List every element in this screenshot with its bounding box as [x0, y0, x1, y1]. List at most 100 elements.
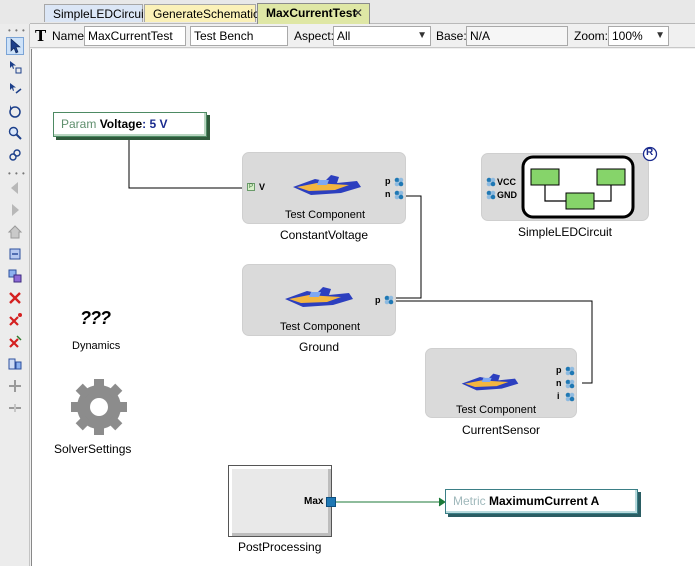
port-label-max: Max: [304, 496, 324, 507]
registered-badge-label: R: [646, 147, 654, 158]
name-label: Name:: [52, 29, 88, 43]
port-p-icon[interactable]: [565, 366, 575, 376]
set-mode-icon[interactable]: [6, 81, 24, 99]
param-port-icon[interactable]: P: [247, 183, 255, 191]
refresh-icon[interactable]: [6, 246, 24, 264]
tab-simple-led-circuit[interactable]: SimpleLEDCircuit: [44, 4, 147, 22]
base-label: Base:: [436, 29, 467, 43]
delete-icon[interactable]: [6, 290, 24, 308]
port-p-icon[interactable]: [384, 295, 394, 305]
port-label-v: V: [259, 182, 266, 192]
forward-icon[interactable]: [6, 202, 24, 220]
add-port-icon[interactable]: [6, 378, 24, 396]
port-label-vcc: VCC: [497, 177, 517, 187]
import-icon[interactable]: [6, 356, 24, 374]
port-label-i: i: [557, 391, 560, 401]
port-label-p: p: [375, 295, 381, 305]
port-vcc-icon[interactable]: [486, 177, 496, 187]
aspect-label: Aspect:: [294, 29, 335, 43]
remove-port-icon[interactable]: [6, 400, 24, 418]
port-label-gnd: GND: [497, 190, 517, 200]
metric-name: MaximumCurrent A: [489, 494, 600, 508]
port-max-icon[interactable]: [326, 497, 336, 507]
port-i-icon[interactable]: [565, 392, 575, 402]
visualize-icon[interactable]: [6, 103, 24, 121]
param-name: Voltage: [99, 117, 143, 131]
delete-connections-icon[interactable]: [6, 334, 24, 352]
tab-label: MaxCurrentTest: [266, 6, 357, 20]
text-tool-icon[interactable]: T: [35, 27, 47, 45]
wire-param-to-voltage: [128, 138, 243, 189]
tab-label: GenerateSchematic: [153, 7, 260, 21]
registered-badge-icon: [642, 146, 658, 162]
postprocessing-block[interactable]: Max: [228, 465, 332, 537]
toolbar-grip[interactable]: • • •: [8, 169, 26, 178]
postprocessing-label: PostProcessing: [238, 540, 322, 554]
name-field[interactable]: MaxCurrentTest: [84, 26, 186, 46]
simple-led-circuit-component[interactable]: VCC GND R: [481, 146, 658, 221]
schematic-icon: [521, 155, 635, 219]
connection-wires: [128, 138, 593, 507]
tab-strip-gutter: [0, 0, 30, 24]
param-kind: Param: [61, 117, 97, 131]
puzzle-icon: [293, 175, 361, 195]
component-name: SimpleLEDCircuit: [517, 225, 613, 239]
component-name: CurrentSensor: [461, 423, 541, 437]
base-field: N/A: [466, 26, 568, 46]
aspect-value: All: [337, 29, 351, 43]
dynamics-label: Dynamics: [72, 340, 121, 352]
param-value: 5 V: [149, 117, 168, 131]
zoom-icon[interactable]: [6, 125, 24, 143]
tab-generate-schematic[interactable]: GenerateSchematic: [144, 4, 260, 22]
port-label-n: n: [385, 189, 391, 199]
zoom-select[interactable]: 100% ▼: [608, 26, 669, 46]
metric-kind: Metric: [453, 494, 486, 508]
back-icon[interactable]: [6, 180, 24, 198]
properties-bar: T Name: MaxCurrentTest Test Bench Aspect…: [30, 24, 695, 48]
connect-icon[interactable]: [6, 59, 24, 77]
home-icon[interactable]: [6, 224, 24, 242]
port-n-icon[interactable]: [394, 190, 404, 200]
port-label-p: p: [385, 176, 391, 186]
component-name: ConstantVoltage: [279, 228, 369, 242]
metric-maximum-current[interactable]: Metric MaximumCurrent A: [445, 489, 638, 514]
port-gnd-icon[interactable]: [486, 190, 496, 200]
dynamics-icon[interactable]: ???: [80, 308, 111, 328]
port-label-p: p: [556, 365, 562, 375]
aspect-select[interactable]: All ▼: [333, 26, 431, 46]
sync-icon[interactable]: [6, 268, 24, 286]
param-voltage[interactable]: Param Voltage: 5 V: [53, 112, 207, 137]
tab-label: SimpleLEDCircuit: [53, 7, 148, 21]
gear-icon[interactable]: [69, 377, 129, 437]
wire-voltage-n-to-ground: [393, 195, 422, 299]
kind-field: Test Bench: [190, 26, 288, 46]
port-n-icon[interactable]: [565, 379, 575, 389]
port-label-n: n: [556, 378, 562, 388]
zoom-value: 100%: [612, 29, 643, 43]
wire-ground-to-sensor: [393, 300, 593, 384]
zoom-label: Zoom:: [574, 29, 609, 43]
current-sensor-component[interactable]: Test Component p n i: [425, 348, 577, 418]
delete-all-icon[interactable]: [6, 312, 24, 330]
ground-component[interactable]: Test Component p: [242, 264, 396, 336]
component-subtitle: Test Component: [279, 321, 361, 333]
solver-settings-label: SolverSettings: [54, 442, 132, 456]
component-subtitle: Test Component: [455, 404, 537, 416]
close-icon[interactable]: ✕: [352, 6, 363, 20]
chevron-down-icon: ▼: [655, 30, 665, 41]
pointer-icon[interactable]: [6, 37, 24, 55]
model-canvas[interactable]: Param Voltage: 5 V P V Test Component p …: [31, 49, 695, 566]
pan-icon[interactable]: [6, 147, 24, 165]
chevron-down-icon: ▼: [417, 30, 427, 41]
port-p-icon[interactable]: [394, 177, 404, 187]
constant-voltage-component[interactable]: P V Test Component p n: [242, 152, 406, 224]
toolbar-grip[interactable]: • • •: [8, 26, 26, 35]
component-subtitle: Test Component: [284, 209, 366, 221]
puzzle-icon: [461, 373, 519, 391]
component-name: Ground: [298, 340, 340, 354]
tab-strip: SimpleLEDCircuit GenerateSchematic MaxCu…: [0, 0, 695, 24]
puzzle-icon: [285, 287, 353, 307]
tab-max-current-test[interactable]: MaxCurrentTest ✕: [257, 3, 370, 24]
left-toolbar: • • • • • •: [0, 24, 30, 566]
